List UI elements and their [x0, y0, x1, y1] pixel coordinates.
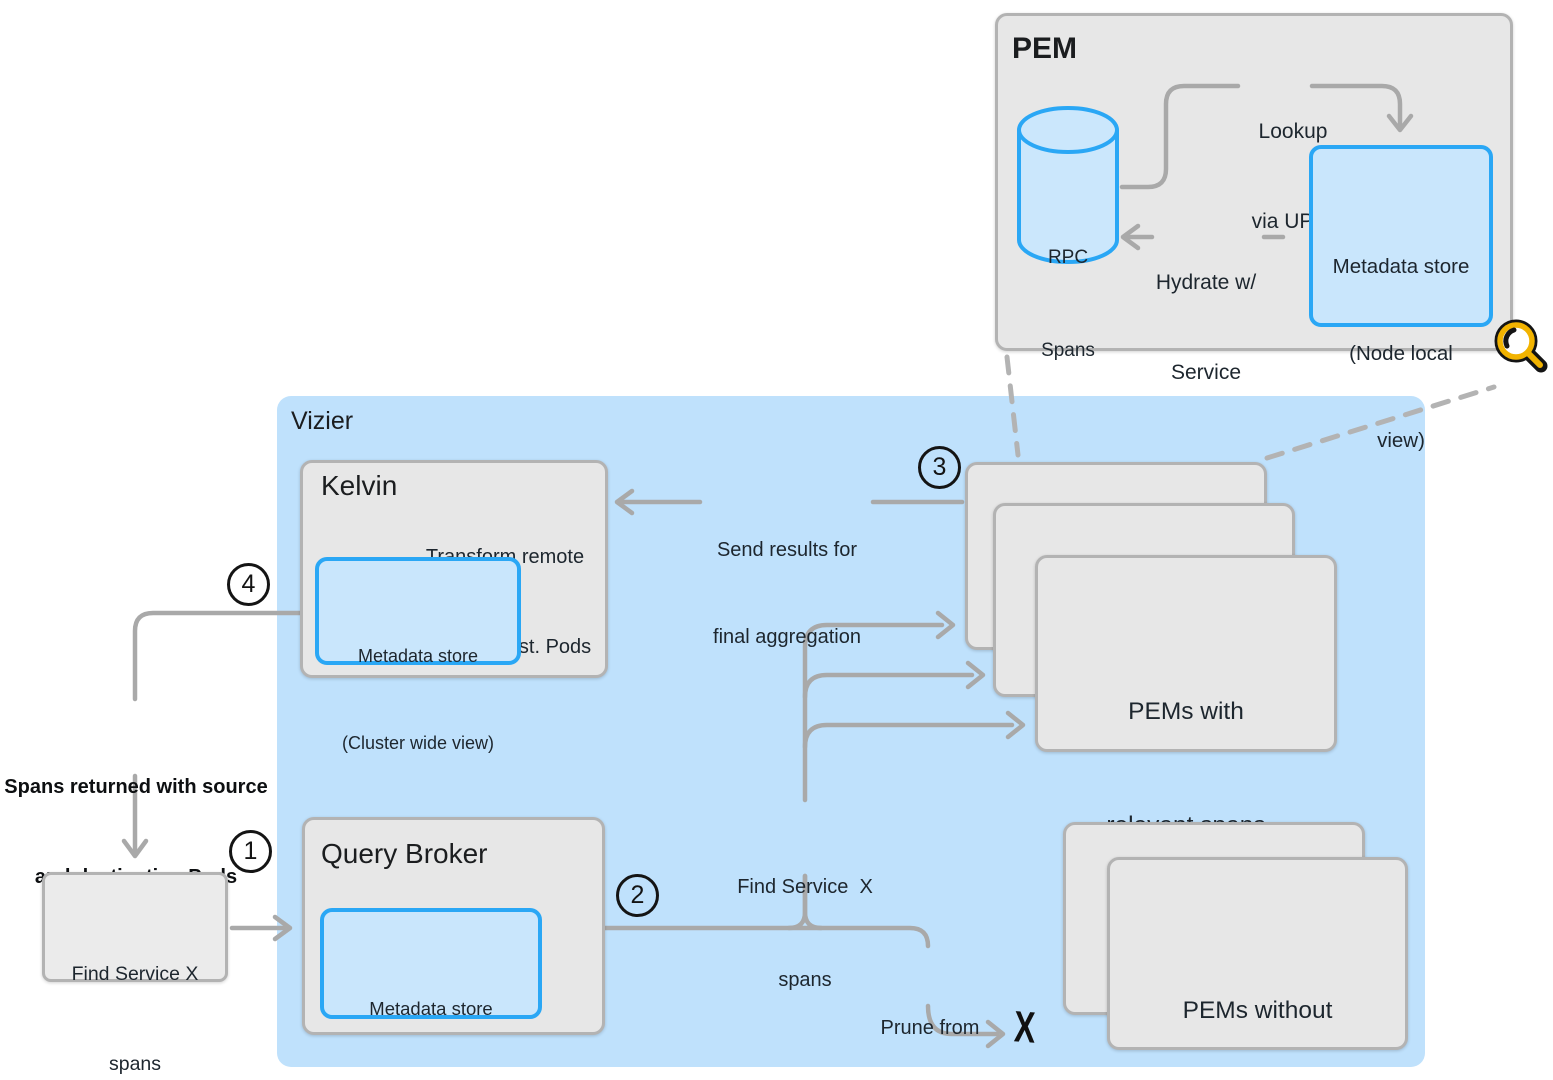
query-broker-title: Query Broker	[321, 838, 488, 869]
pems-without-spans-label: PEMs without Service X spans	[1182, 997, 1333, 1024]
find-service-x-box-label: Find Service X spans	[71, 963, 199, 1075]
kelvin-return-path	[132, 610, 303, 702]
step-2-badge: 2	[616, 874, 659, 917]
pems-with-spans-box-front	[1035, 555, 1337, 752]
vizier-title: Vizier	[291, 407, 354, 435]
send-results-label: Send results for final aggregation	[713, 539, 861, 648]
step-1-badge: 1	[229, 830, 272, 873]
prune-x-mark: X	[1013, 1002, 1037, 1053]
pem-metadata-store-label: Metadata store (Node local view)	[1332, 255, 1470, 452]
kelvin-metadata-store-box	[315, 557, 521, 665]
pems-without-spans-box-front	[1107, 857, 1408, 1050]
find-service-spans-label: Find Service X spans	[737, 876, 873, 991]
pem-title: PEM	[1012, 32, 1078, 65]
step-4-badge: 4	[227, 563, 270, 606]
kelvin-metadata-store-label: Metadata store (Cluster wide view)	[341, 646, 495, 753]
kelvin-title: Kelvin	[321, 470, 398, 501]
rpc-spans-label: RPC Spans	[1041, 247, 1095, 361]
query-broker-metadata-store-box	[320, 908, 542, 1019]
hydrate-label: Hydrate w/ Service	[1155, 271, 1257, 384]
step-3-badge: 3	[918, 446, 961, 489]
pem-metadata-store-box	[1309, 145, 1493, 327]
query-broker-metadata-store-label: Metadata store (Cluster wide view)	[369, 998, 493, 1019]
find-service-x-box	[42, 872, 228, 982]
prune-label: Prune from query plan	[880, 1017, 980, 1039]
